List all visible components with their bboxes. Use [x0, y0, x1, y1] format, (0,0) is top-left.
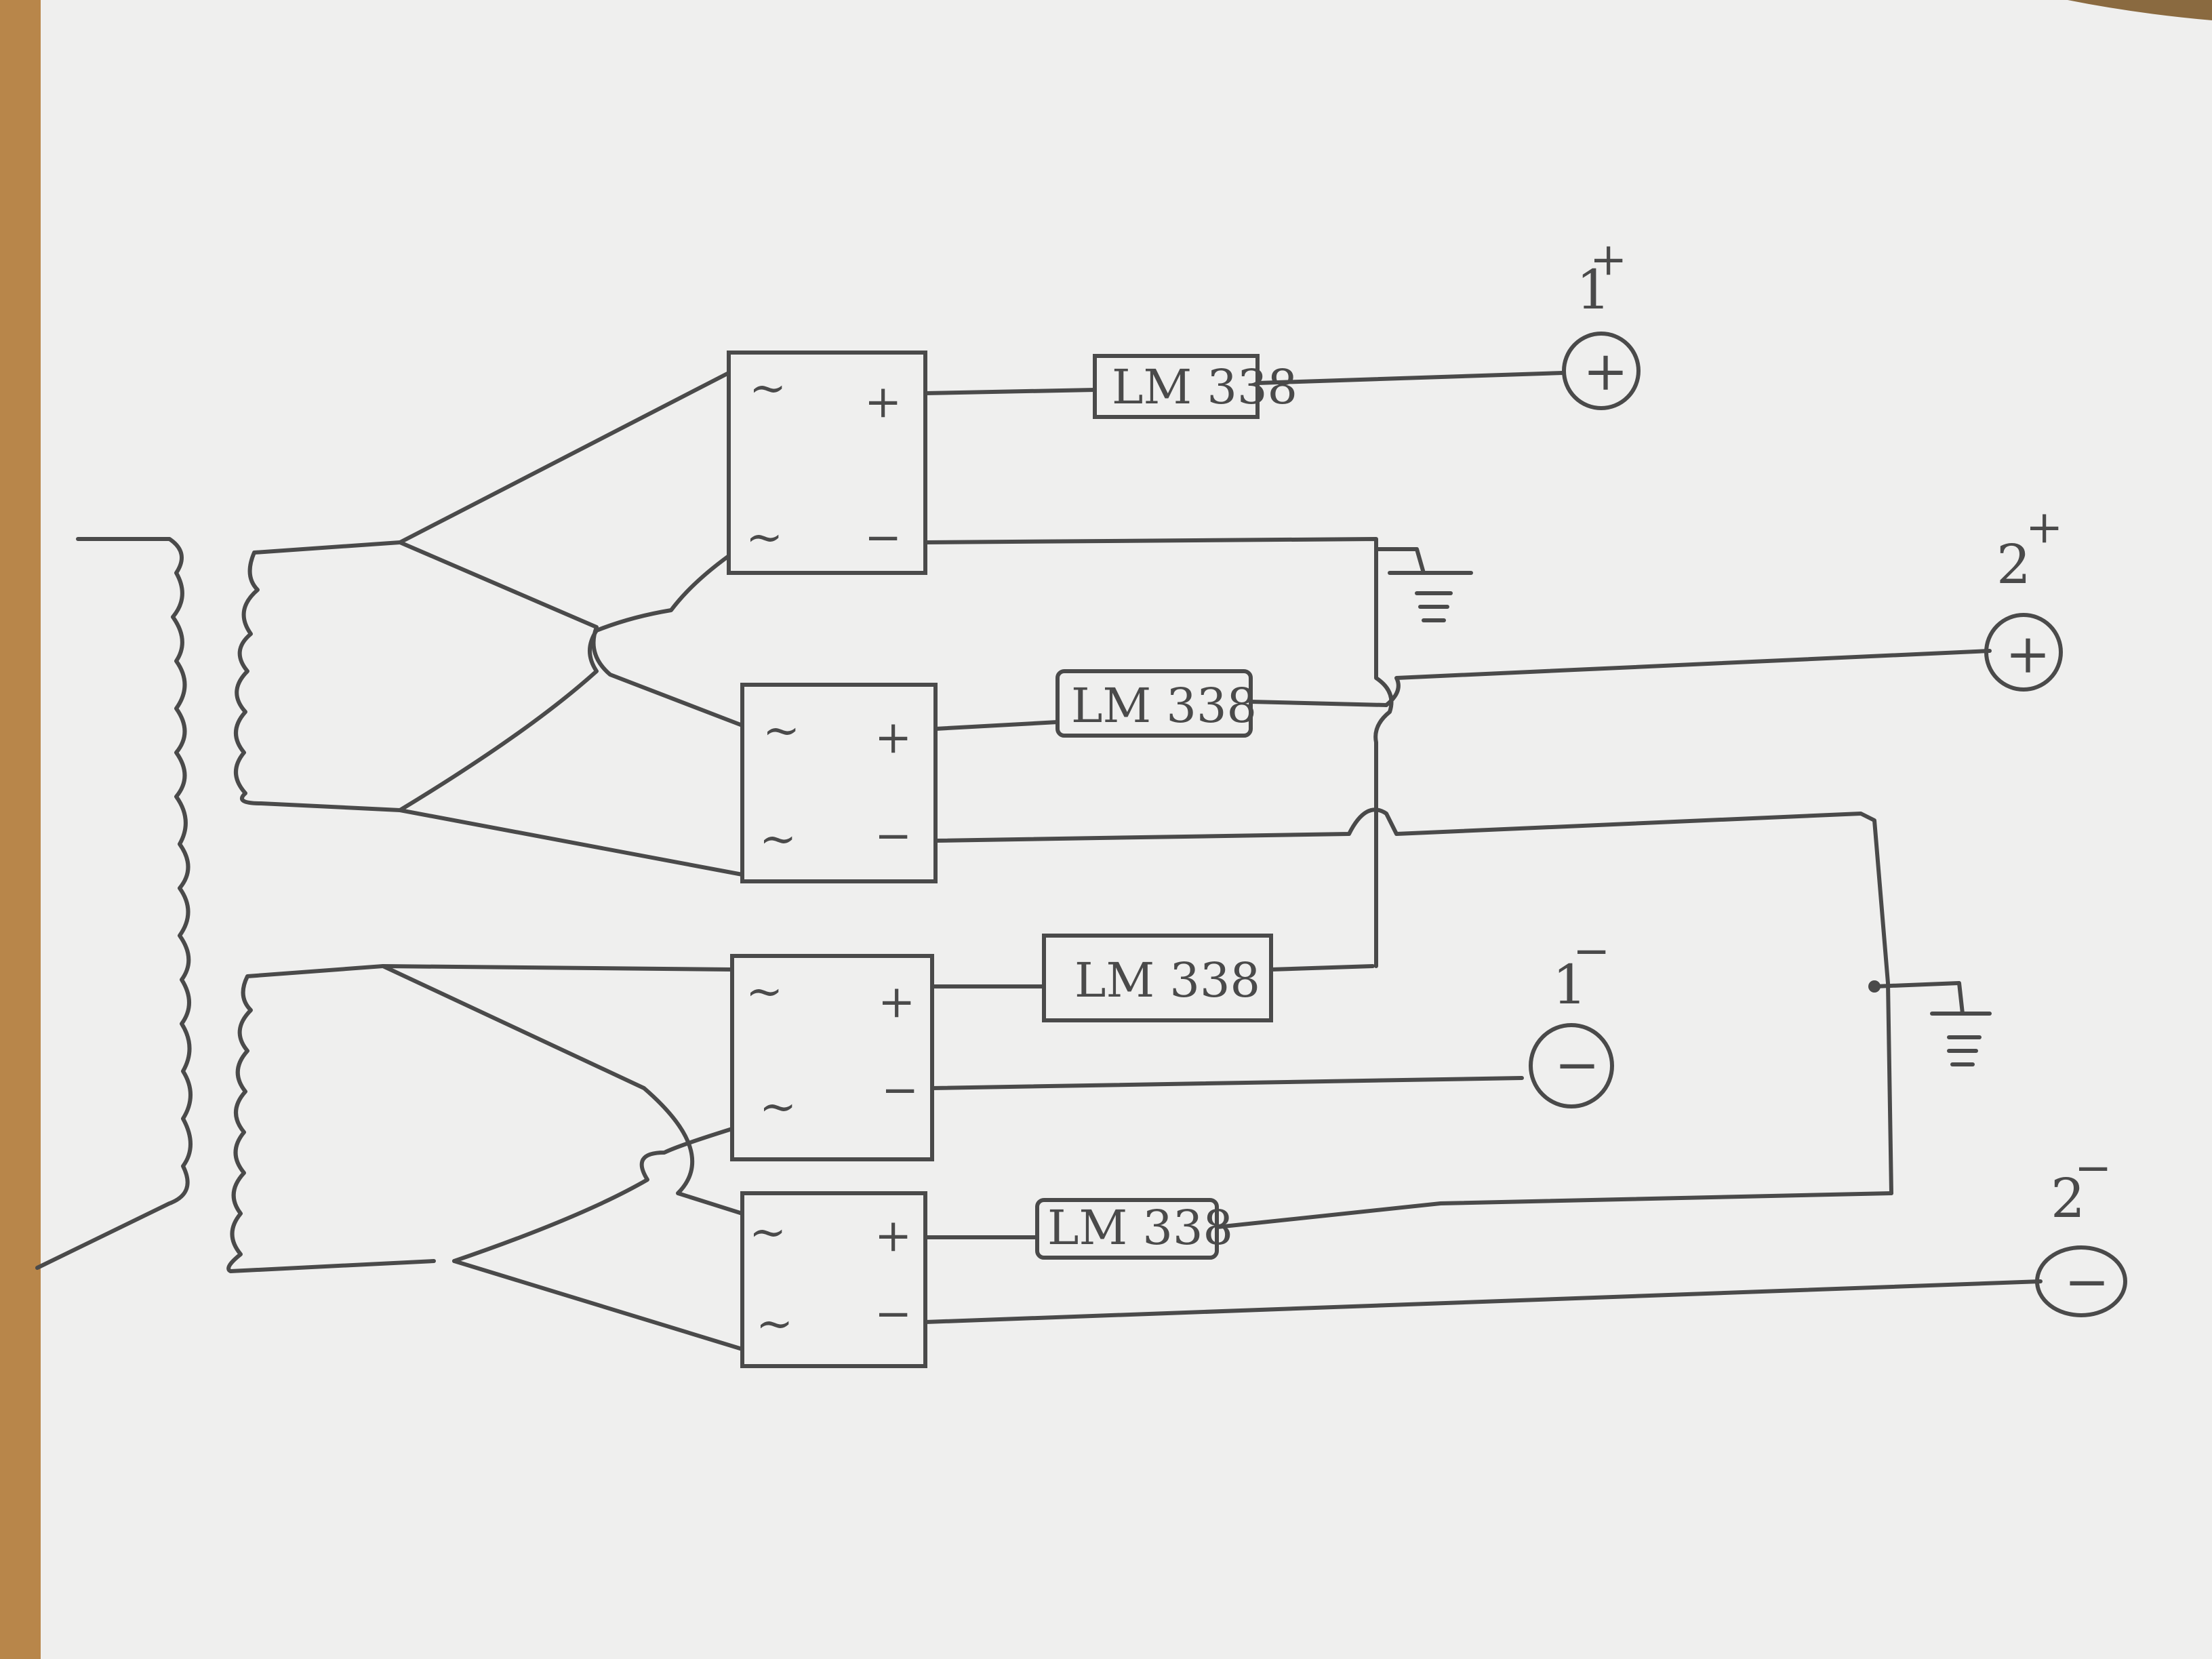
- paper-sheet: [17, 0, 2212, 1659]
- rect2-ac-bottom: ~: [759, 813, 797, 865]
- secondary-1-wiring: [398, 371, 744, 877]
- transformer-secondary-1: [234, 540, 402, 812]
- secondary-2-wiring: [381, 964, 744, 1351]
- rectifier-2: [740, 683, 938, 883]
- output-1-minus-name: 1: [1552, 953, 1587, 1016]
- output-2-minus-name: 2: [2051, 1167, 2085, 1230]
- table-edge: [0, 0, 41, 1659]
- output-wiring: [923, 371, 2043, 1324]
- output-2-plus-symbol: +: [2005, 622, 2051, 685]
- rect3-plus: +: [878, 976, 915, 1028]
- regulator-1: LM 338: [1093, 354, 1298, 419]
- rect1-ac-bottom: ~: [746, 511, 783, 563]
- output-1-minus: − 1 −: [1529, 925, 1614, 1108]
- rectifier-4: [740, 1191, 927, 1368]
- regulator-4: LM 338: [1035, 1198, 1233, 1260]
- output-1-plus: + 1 +: [1562, 233, 1641, 410]
- rectifier-3: [730, 954, 934, 1161]
- rect4-ac-top: ~: [749, 1206, 786, 1258]
- regulator-4-label: LM 338: [1047, 1200, 1233, 1256]
- regulator-3-label: LM 338: [1074, 953, 1260, 1008]
- output-1-plus-name: 1: [1576, 258, 1611, 321]
- regulator-2: LM 338: [1055, 669, 1257, 738]
- output-1-plus-sup: +: [1590, 233, 1627, 285]
- rect2-ac-top: ~: [763, 704, 800, 757]
- regulator-3: LM 338: [1042, 934, 1273, 1022]
- rect2-plus: +: [874, 711, 912, 763]
- rect4-minus: −: [874, 1287, 912, 1340]
- transformer-secondary-2: [226, 964, 436, 1273]
- ground-symbol-2: [1868, 980, 1992, 1066]
- output-2-minus: − 2 −: [2035, 1142, 2127, 1317]
- output-2-plus: + 2 +: [1984, 501, 2063, 692]
- rectifier-1: [727, 351, 927, 575]
- output-2-plus-name: 2: [1996, 533, 2031, 596]
- rect3-minus: −: [881, 1064, 919, 1116]
- output-2-plus-sup: +: [2026, 501, 2063, 553]
- output-1-minus-symbol: −: [1554, 1033, 1600, 1096]
- rect4-plus: +: [874, 1210, 912, 1262]
- rect2-minus: −: [874, 809, 912, 862]
- rect4-ac-bottom: ~: [756, 1298, 793, 1350]
- rect1-plus: +: [864, 376, 902, 428]
- rect3-ac-bottom: ~: [759, 1081, 797, 1133]
- rect3-ac-top: ~: [746, 965, 783, 1018]
- transformer-primary: [35, 537, 193, 1270]
- output-1-plus-symbol: +: [1583, 340, 1628, 403]
- ground-symbol-1: [1384, 547, 1473, 622]
- rect1-minus: −: [864, 511, 902, 563]
- output-2-minus-symbol: −: [2064, 1250, 2110, 1313]
- output-1-minus-sup: −: [1573, 925, 1610, 977]
- regulator-1-label: LM 338: [1112, 359, 1298, 415]
- regulator-2-label: LM 338: [1071, 678, 1257, 734]
- rect1-ac-top: ~: [749, 362, 786, 414]
- table-corner: [2068, 0, 2212, 20]
- output-2-minus-sup: −: [2074, 1142, 2112, 1194]
